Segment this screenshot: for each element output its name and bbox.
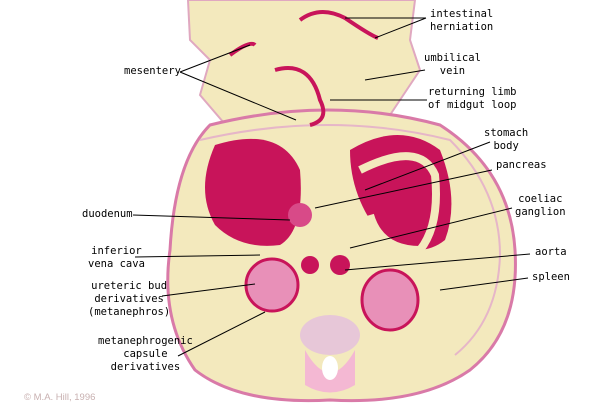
label-line: stomach <box>484 127 529 139</box>
label-line: vein <box>439 65 466 77</box>
label-line: body <box>493 140 519 152</box>
label-line: umbilical <box>424 52 481 64</box>
label-line: inferior <box>91 245 142 257</box>
label-line: vena cava <box>88 258 145 270</box>
label-line: intestinal <box>430 8 494 20</box>
label-duodenum: duodenum <box>82 208 133 220</box>
label-line: of midgut loop <box>428 99 517 111</box>
label-pancreas: pancreas <box>496 159 547 171</box>
label-line: coeliac <box>518 193 563 205</box>
label-spleen: spleen <box>532 271 570 283</box>
label-line: ureteric bud <box>91 280 168 292</box>
label-mesentery: mesentery <box>124 65 181 77</box>
label-line: returning limb <box>428 86 517 98</box>
label-line: capsule <box>123 348 168 360</box>
copyright-notice: © M.A. Hill, 1996 <box>24 392 96 403</box>
label-aorta: aorta <box>535 246 567 258</box>
label-line: ganglion <box>515 206 566 218</box>
label-line: herniation <box>430 21 494 33</box>
label-line: (metanephros) <box>88 306 171 318</box>
label-line: metanephrogenic <box>98 335 193 347</box>
label-line: derivatives <box>94 293 164 305</box>
label-line: derivatives <box>110 361 181 373</box>
